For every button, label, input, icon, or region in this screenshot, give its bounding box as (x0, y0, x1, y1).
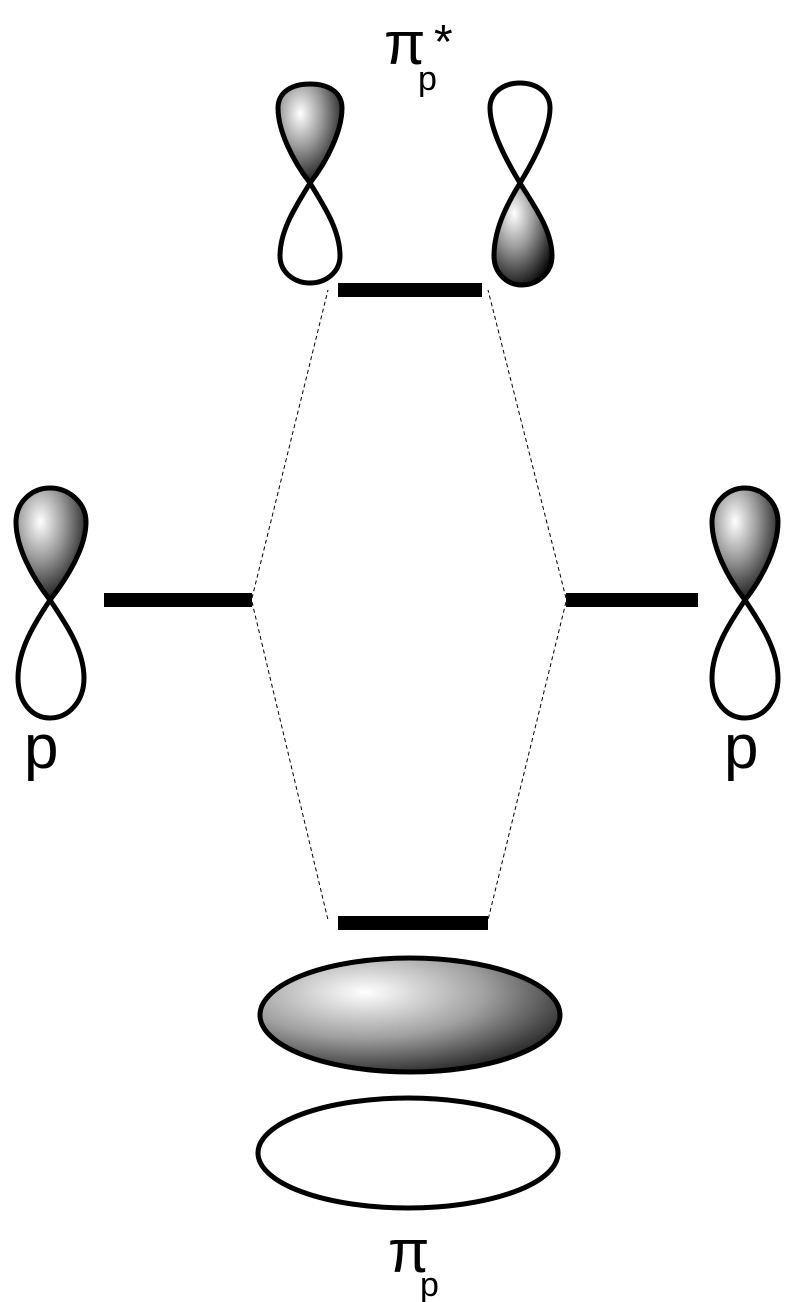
bonding-subscript: p (420, 1266, 439, 1302)
antibonding-left-p-orbital-icon (275, 81, 345, 286)
right-atomic-label: p (724, 713, 758, 782)
left-p-orbital-icon (13, 485, 89, 721)
correlation-line-right-lower (487, 601, 567, 921)
antibonding-label: π p * (384, 10, 453, 98)
antibonding-energy-level (338, 283, 482, 297)
correlation-line-left-upper (251, 289, 329, 599)
bonding-energy-level (338, 916, 488, 930)
bonding-label: π p (388, 1218, 439, 1302)
antibonding-star: * (434, 16, 453, 69)
bonding-upper-lobe-icon (257, 955, 563, 1075)
left-atomic-label: p (24, 713, 58, 782)
correlation-line-right-upper (487, 289, 567, 599)
correlation-line-left-lower (251, 601, 329, 921)
bonding-lower-lobe-icon (255, 1095, 561, 1211)
right-atomic-energy-level (566, 593, 698, 607)
bonding-pi-orbital-icon (255, 955, 563, 1211)
bonding-symbol: π (388, 1218, 429, 1285)
right-p-orbital-icon (709, 485, 781, 721)
left-atomic-energy-level (104, 593, 252, 607)
correlation-lines (251, 289, 567, 921)
antibonding-symbol: π (384, 10, 425, 77)
antibonding-right-p-orbital-icon (487, 80, 555, 288)
antibonding-subscript: p (418, 60, 437, 98)
